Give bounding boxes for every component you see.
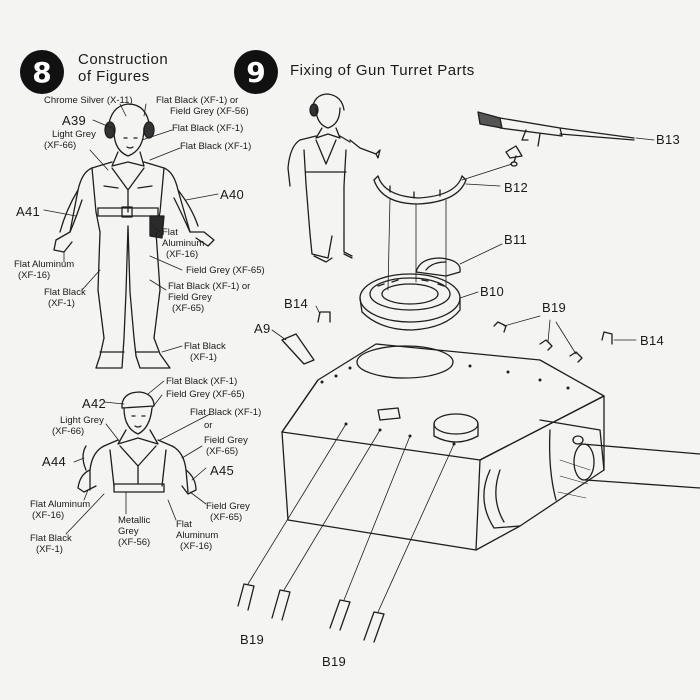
label-fig2-or: or xyxy=(204,420,213,431)
label-flat-black-leg: Flat Black xyxy=(44,287,86,298)
label-field-grey-65: Field Grey (XF-65) xyxy=(186,265,265,276)
label-fig2-field-grey: Field Grey xyxy=(204,435,248,446)
machine-gun-drawing xyxy=(477,111,635,167)
part-a40: A40 xyxy=(220,187,245,202)
label-xf66: (XF-66) xyxy=(44,140,77,151)
label-aluminum: Aluminum xyxy=(162,238,205,249)
label-xf16: (XF-16) xyxy=(166,249,199,260)
part-b19-top: B19 xyxy=(542,300,567,315)
part-a45: A45 xyxy=(210,463,235,478)
label-xf65: (XF-65) xyxy=(172,303,205,314)
label-fig2-aluminum: Aluminum xyxy=(176,530,219,541)
label-xf16-b: (XF-16) xyxy=(18,270,51,281)
label-xf1-boot: (XF-1) xyxy=(190,352,217,363)
step-8-title: Construction of Figures xyxy=(78,51,168,85)
label-flat-black-boot: Flat Black xyxy=(184,341,226,352)
guide-lines xyxy=(387,163,513,291)
step-8-number-text: 8 xyxy=(32,55,52,89)
part-a41: A41 xyxy=(16,204,41,219)
label-fig2-xf16-b: (XF-16) xyxy=(180,541,213,552)
half-figure-drawing xyxy=(77,391,197,495)
label-fig2-xf1: (XF-1) xyxy=(36,544,63,555)
label-fig2-xf66: (XF-66) xyxy=(52,426,85,437)
label-fig2-xf65-r: (XF-65) xyxy=(210,512,243,523)
label-fig2-flat-black-or: Flat Black (XF-1) xyxy=(190,407,262,418)
label-fig2-flat-black-top: Flat Black (XF-1) xyxy=(166,376,238,387)
label-flat-black-or-2: Flat Black (XF-1) or xyxy=(168,281,251,292)
label-fig2-metallic: Metallic xyxy=(118,515,151,526)
label-fig2-xf65: (XF-65) xyxy=(206,446,239,457)
part-a9: A9 xyxy=(254,321,271,336)
part-b14-right: B14 xyxy=(640,333,665,348)
label-field-grey-56: Field Grey (XF-56) xyxy=(170,106,249,117)
label-flat-black-2: Flat Black (XF-1) xyxy=(180,141,252,152)
label-light-grey: Light Grey xyxy=(52,129,96,140)
part-b12: B12 xyxy=(504,180,529,195)
step-9-number-text: 9 xyxy=(246,55,266,89)
label-fig2-flat: Flat xyxy=(176,519,192,530)
label-fig2-xf56: (XF-56) xyxy=(118,537,151,548)
part-a44: A44 xyxy=(42,454,67,469)
label-field-grey: Field Grey xyxy=(168,292,212,303)
label-flat: Flat xyxy=(162,227,178,238)
part-a42: A42 xyxy=(82,396,107,411)
hatch-ring-drawing xyxy=(373,175,467,205)
label-fig2-grey: Grey xyxy=(118,526,139,537)
label-flat-black-or: Flat Black (XF-1) or xyxy=(156,95,239,106)
part-b19-bottom-left: B19 xyxy=(240,632,265,647)
cupola-drawing xyxy=(359,257,461,331)
label-flat-black-1: Flat Black (XF-1) xyxy=(172,123,244,134)
grab-handles-drawing xyxy=(281,311,613,365)
part-b14-left: B14 xyxy=(284,296,309,311)
label-fig2-field-grey-65: Field Grey (XF-65) xyxy=(166,389,245,400)
step-9-number: 9 xyxy=(234,50,278,94)
step-9-title: Fixing of Gun Turret Parts xyxy=(290,62,475,79)
part-a39: A39 xyxy=(62,113,87,128)
label-fig2-light-grey: Light Grey xyxy=(60,415,104,426)
step-8-number: 8 xyxy=(20,50,64,94)
part-b10: B10 xyxy=(480,284,505,299)
step-8-title-line2: of Figures xyxy=(78,68,150,85)
step-8-title-line1: Construction xyxy=(78,51,169,68)
label-fig2-xf16: (XF-16) xyxy=(32,510,65,521)
part-b19-bottom-right: B19 xyxy=(322,654,347,669)
label-fig2-flat-black: Flat Black xyxy=(30,533,72,544)
lower-handles-drawing xyxy=(237,423,455,643)
turret-drawing xyxy=(281,343,700,551)
part-b11: B11 xyxy=(504,232,528,247)
label-flat-aluminum: Flat Aluminum xyxy=(14,259,75,270)
label-xf1-leg: (XF-1) xyxy=(48,298,75,309)
label-fig2-field-grey-r: Field Grey xyxy=(206,501,250,512)
commander-figure-drawing xyxy=(287,93,381,263)
callout-leaders xyxy=(43,103,655,535)
part-b13: B13 xyxy=(656,132,681,147)
label-fig2-flat-aluminum: Flat Aluminum xyxy=(30,499,91,510)
label-chrome-silver: Chrome Silver (X-11) xyxy=(44,95,133,106)
standing-figure-drawing xyxy=(53,103,215,369)
